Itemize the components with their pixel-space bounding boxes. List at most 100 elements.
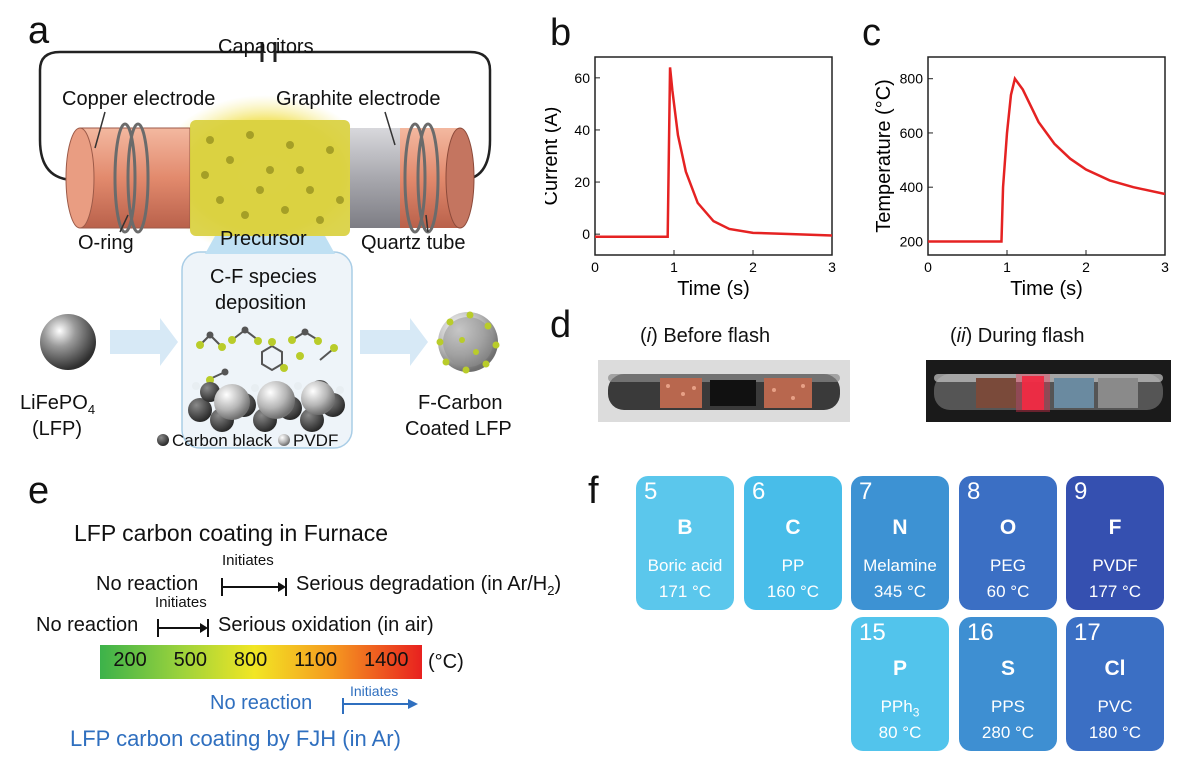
y-tick-label: 800 <box>900 71 924 87</box>
compound-name: PPh3 <box>880 697 920 720</box>
x-axis-label: Time (s) <box>677 278 750 300</box>
initiates-label-degradation: Initiates <box>222 552 274 569</box>
y-tick-label: 600 <box>900 125 924 141</box>
temperature-scale-ticks: 200 500 800 1100 1400 <box>100 649 422 672</box>
fjh-no-reaction-label: No reaction <box>210 692 313 714</box>
scale-tick: 500 <box>173 649 208 671</box>
panel-label-f: f <box>588 470 599 512</box>
capacitors-label: Capacitors <box>218 36 314 58</box>
atomic-number: 17 <box>1074 619 1101 646</box>
element-symbol: C <box>785 516 801 539</box>
series-line <box>595 67 833 239</box>
element-symbol: S <box>1000 657 1015 680</box>
series-line <box>928 75 1166 243</box>
y-tick-label: 60 <box>574 70 590 86</box>
initiates-arrow-oxidation <box>157 619 209 637</box>
pvdf-legend: PVDF <box>293 431 339 450</box>
atomic-number: 15 <box>859 619 886 646</box>
x-tick-label: 1 <box>1003 259 1011 275</box>
cf-species-label: C-F species <box>210 266 317 288</box>
o-ring-label: O-ring <box>78 232 134 254</box>
no-reaction-label-air: No reaction <box>36 614 139 636</box>
x-tick-label: 3 <box>1161 259 1169 275</box>
y-tick-label: 20 <box>574 174 590 190</box>
precursor-label: Precursor <box>220 228 307 250</box>
element-symbol: Cl <box>1104 657 1126 680</box>
panel-label-a: a <box>28 10 50 52</box>
copper-electrode-label: Copper electrode <box>62 88 216 110</box>
decomposition-temp: 280 °C <box>981 723 1035 742</box>
atomic-number: 7 <box>859 478 873 505</box>
lfp-abbrev-label: (LFP) <box>32 418 82 440</box>
y-tick-label: 40 <box>574 122 590 138</box>
deposition-label: deposition <box>215 292 307 314</box>
x-tick-label: 2 <box>749 259 757 275</box>
fjh-initiates-arrow <box>342 698 418 714</box>
x-axis-label: Time (s) <box>1010 278 1083 300</box>
atomic-number: 8 <box>967 478 981 505</box>
y-tick-label: 0 <box>582 226 590 242</box>
compound-name: PEG <box>990 556 1026 575</box>
before-flash-title: (i) Before flash <box>640 325 771 347</box>
fjh-title: LFP carbon coating by FJH (in Ar) <box>70 726 401 751</box>
scale-tick: 800 <box>233 649 268 671</box>
y-axis-label: Current (A) <box>545 107 562 206</box>
serious-degradation-label: Serious degradation (in Ar/H2) <box>296 573 562 598</box>
atomic-number: 16 <box>967 619 994 646</box>
temperature-scale-bar <box>100 645 422 679</box>
panel-label-b: b <box>550 12 572 54</box>
scale-tick: 1100 <box>294 649 338 671</box>
element-symbol: O <box>999 516 1017 539</box>
element-symbol: F <box>1108 516 1122 539</box>
decomposition-temp: 60 °C <box>986 582 1030 601</box>
lfp-formula-label: LiFePO4 <box>20 392 96 417</box>
plot-frame <box>927 56 1166 256</box>
compound-name: PVDF <box>1092 556 1138 575</box>
compound-name: Melamine <box>863 556 937 575</box>
x-tick-label: 0 <box>591 259 599 275</box>
decomposition-temp: 80 °C <box>878 723 922 742</box>
x-tick-label: 0 <box>924 259 932 275</box>
carbon-black-legend: Carbon black <box>172 431 273 450</box>
graphite-electrode-label: Graphite electrode <box>276 88 441 110</box>
initiates-label-oxidation: Initiates <box>155 594 207 611</box>
no-reaction-label-argon: No reaction <box>96 573 199 595</box>
quartz-tube-label: Quartz tube <box>361 232 466 254</box>
decomposition-temp: 177 °C <box>1088 582 1142 601</box>
furnace-title: LFP carbon coating in Furnace <box>74 520 389 546</box>
decomposition-temp: 160 °C <box>766 582 820 601</box>
scale-unit-label: (°C) <box>428 651 464 673</box>
coated-lfp-label: Coated LFP <box>405 418 512 440</box>
y-tick-label: 200 <box>900 233 924 249</box>
panel-label-e: e <box>28 470 50 512</box>
scale-tick: 1400 <box>364 649 409 671</box>
panel-label-d: d <box>550 304 572 346</box>
before-flash-photo <box>598 360 850 422</box>
during-flash-photo <box>926 360 1171 422</box>
atomic-number: 9 <box>1074 478 1088 505</box>
y-tick-label: 400 <box>900 179 924 195</box>
panel-label-c: c <box>862 12 881 54</box>
element-symbol: B <box>677 516 693 539</box>
during-flash-title: (ii) During flash <box>950 325 1085 347</box>
serious-oxidation-label: Serious oxidation (in air) <box>218 614 434 636</box>
compound-name: PVC <box>1097 697 1133 716</box>
element-symbol: N <box>892 516 908 539</box>
plot-frame <box>594 56 833 256</box>
compound-name: Boric acid <box>647 556 723 575</box>
x-tick-label: 1 <box>670 259 678 275</box>
x-tick-label: 3 <box>828 259 836 275</box>
initiates-arrow-degradation <box>221 578 287 596</box>
decomposition-temp: 171 °C <box>658 582 712 601</box>
flash-joule-heating-schematic <box>38 42 500 449</box>
